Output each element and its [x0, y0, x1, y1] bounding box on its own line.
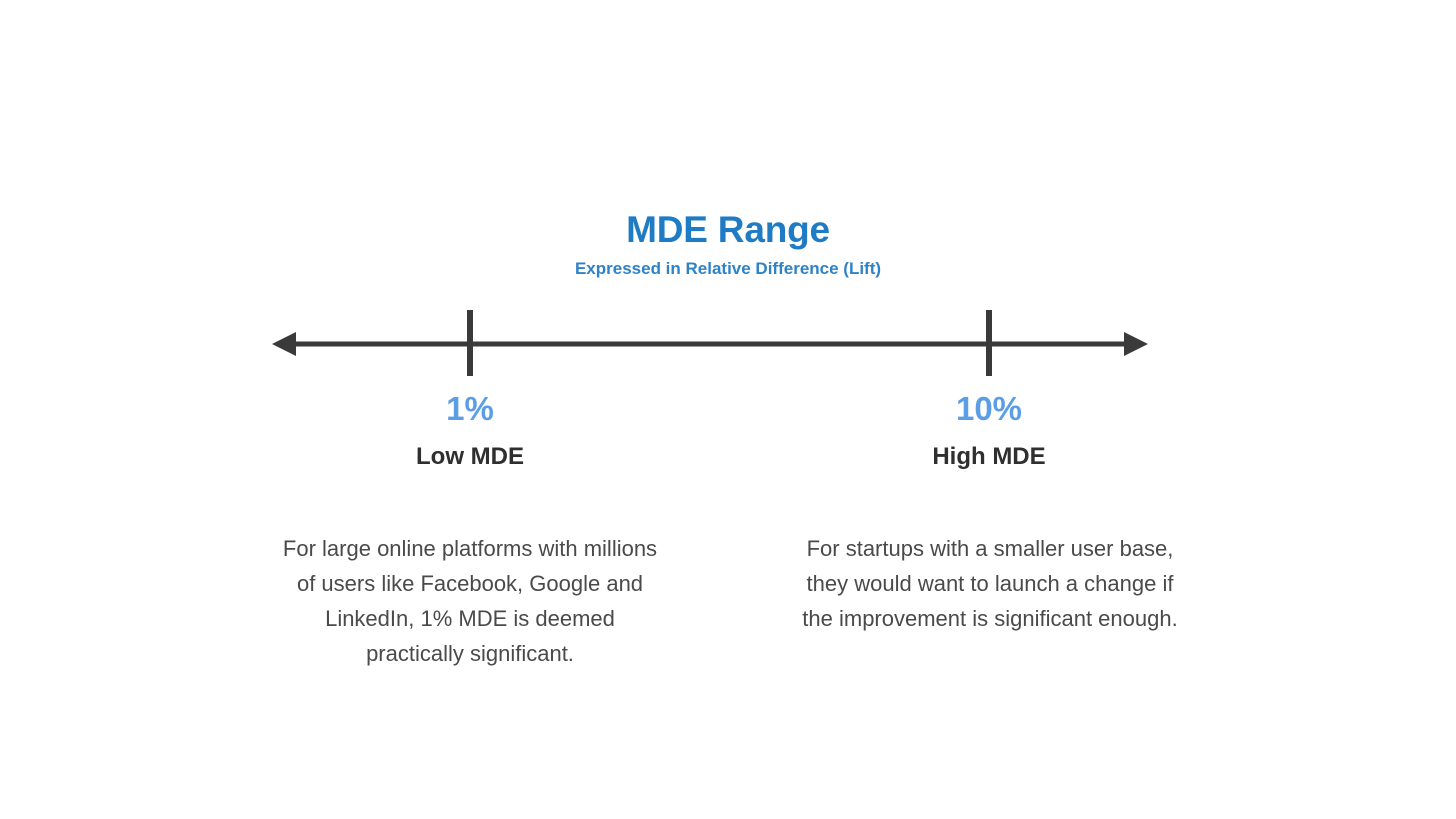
- page-title: MDE Range: [626, 209, 830, 250]
- axis-svg: [272, 310, 1148, 376]
- marker-high-label: High MDE: [932, 443, 1046, 470]
- marker-low-label: Low MDE: [416, 443, 524, 470]
- mde-axis: [260, 300, 1160, 390]
- title-block: MDE Range Expressed in Relative Differen…: [0, 207, 1456, 281]
- arrow-left-icon: [272, 332, 296, 356]
- marker-low-description: For large online platforms with millions…: [282, 536, 658, 666]
- marker-high-description: For startups with a smaller user base, t…: [802, 536, 1178, 631]
- marker-high: 10% High MDE: [839, 388, 1139, 473]
- marker-low: 1% Low MDE: [320, 388, 620, 473]
- page-subtitle: Expressed in Relative Difference (Lift): [574, 259, 882, 278]
- marker-high-value: 10%: [955, 390, 1023, 427]
- marker-low-value: 1%: [446, 390, 494, 427]
- arrow-right-icon: [1124, 332, 1148, 356]
